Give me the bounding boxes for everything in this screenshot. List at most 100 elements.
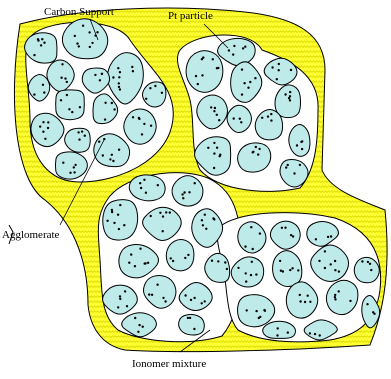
pt-particle-dot <box>162 230 164 232</box>
pt-particle-dot <box>289 91 291 93</box>
pt-particle-dot <box>361 260 363 262</box>
pt-particle-dot <box>276 334 278 336</box>
pt-particle-dot <box>373 313 375 315</box>
pt-particle-dot <box>157 184 159 186</box>
pt-particle-dot <box>255 273 257 275</box>
pt-particle-dot <box>258 148 260 150</box>
pt-particle-dot <box>233 45 235 47</box>
pt-particle-dot <box>151 294 153 296</box>
pt-particle-dot <box>278 63 280 65</box>
pt-particle-dot <box>233 117 235 119</box>
pt-particle-dot <box>39 125 41 127</box>
pt-particle-dot <box>213 167 215 169</box>
carbon-support-particle <box>179 315 205 335</box>
pt-particle-dot <box>226 268 228 270</box>
pt-particle-dot <box>213 152 215 154</box>
pt-particle-dot <box>250 226 252 228</box>
pt-particle-dot <box>369 263 371 265</box>
pt-particle-dot <box>154 85 156 87</box>
pt-particle-dot <box>94 74 96 76</box>
pt-particle-dot <box>195 75 197 77</box>
pt-particle-dot <box>241 93 243 95</box>
pt-particle-dot <box>239 118 241 120</box>
pt-particle-dot <box>102 154 104 156</box>
pt-particle-dot <box>140 187 142 189</box>
pt-particle-dot <box>111 154 113 156</box>
pt-particle-dot <box>150 125 152 127</box>
pt-particle-dot <box>124 290 126 292</box>
pt-particle-dot <box>307 295 309 297</box>
pt-particle-dot <box>242 47 244 49</box>
pt-particle-dot <box>224 261 226 263</box>
carbon-support-particle <box>263 321 296 338</box>
pt-particle-dot <box>334 269 336 271</box>
pt-particle-dot <box>60 99 62 101</box>
pt-particle-dot <box>277 327 279 329</box>
pt-particle-dot <box>293 172 295 174</box>
pt-particle-dot <box>240 121 242 123</box>
pt-particle-dot <box>104 102 106 104</box>
pt-particle-dot <box>130 253 132 255</box>
pt-particle-dot <box>91 42 93 44</box>
pt-particle-dot <box>258 317 260 319</box>
pt-particle-dot <box>216 147 218 149</box>
pt-particle-dot <box>71 111 73 113</box>
pt-particle-dot <box>279 260 281 262</box>
pt-particle-dot <box>106 220 108 222</box>
pt-particle-dot <box>204 214 206 216</box>
pt-particle-dot <box>37 39 39 41</box>
pt-particle-dot <box>134 265 136 267</box>
pt-particle-dot <box>41 38 43 40</box>
pt-particle-dot <box>117 306 119 308</box>
pt-particle-dot <box>111 102 113 104</box>
pt-particle-dot <box>250 274 252 276</box>
pt-particle-dot <box>338 290 340 292</box>
pt-particle-dot <box>119 71 121 73</box>
pt-particle-dot <box>243 82 245 84</box>
pt-particle-dot <box>73 171 75 173</box>
pt-particle-dot <box>47 121 49 123</box>
pt-particle-dot <box>330 235 332 237</box>
pt-particle-dot <box>314 333 316 335</box>
pt-particle-dot <box>291 267 293 269</box>
ionomer-mixture-label: Ionomer mixture <box>132 358 206 370</box>
pt-particle-dot <box>88 31 90 33</box>
pt-particle-dot <box>99 79 101 81</box>
pt-particle-dot <box>147 262 149 264</box>
pt-particle-dot <box>132 116 134 118</box>
pt-particle-dot <box>244 245 246 247</box>
pt-particle-dot <box>84 135 86 137</box>
carbon-support-particle <box>56 90 85 120</box>
pt-particle-dot <box>149 87 151 89</box>
pt-particle-dot <box>137 331 139 333</box>
pt-particle-dot <box>47 127 49 129</box>
pt-particle-dot <box>76 42 78 44</box>
pt-particle-dot <box>78 138 80 140</box>
pt-particle-dot <box>245 272 247 274</box>
pt-particle-dot <box>43 91 45 93</box>
pt-particle-dot <box>263 309 265 311</box>
pt-particle-dot <box>366 303 368 305</box>
pt-particle-dot <box>271 66 273 68</box>
pt-particle-dot <box>201 219 203 221</box>
pt-particle-dot <box>69 172 71 174</box>
pt-particle-dot <box>285 166 287 168</box>
pt-particle-dot <box>156 284 158 286</box>
pt-particle-dot <box>247 87 249 89</box>
pt-particle-dot <box>145 192 147 194</box>
pt-particle-dot <box>181 193 183 195</box>
pt-particle-dot <box>296 144 298 146</box>
pt-particle-dot <box>182 197 184 199</box>
pt-particle-dot <box>299 300 301 302</box>
pt-particle-dot <box>276 78 278 80</box>
carbon-support-particle <box>166 239 194 270</box>
pt-particle-dot <box>255 146 257 148</box>
pt-particle-dot <box>367 261 369 263</box>
pt-particle-dot <box>297 269 299 271</box>
pt-particle-dot <box>219 155 221 157</box>
pt-particle-dot <box>212 58 214 60</box>
pt-particle-dot <box>104 118 106 120</box>
pt-particle-dot <box>246 309 248 311</box>
pt-particle-dot <box>204 300 206 302</box>
pt-particle-dot <box>184 257 186 259</box>
